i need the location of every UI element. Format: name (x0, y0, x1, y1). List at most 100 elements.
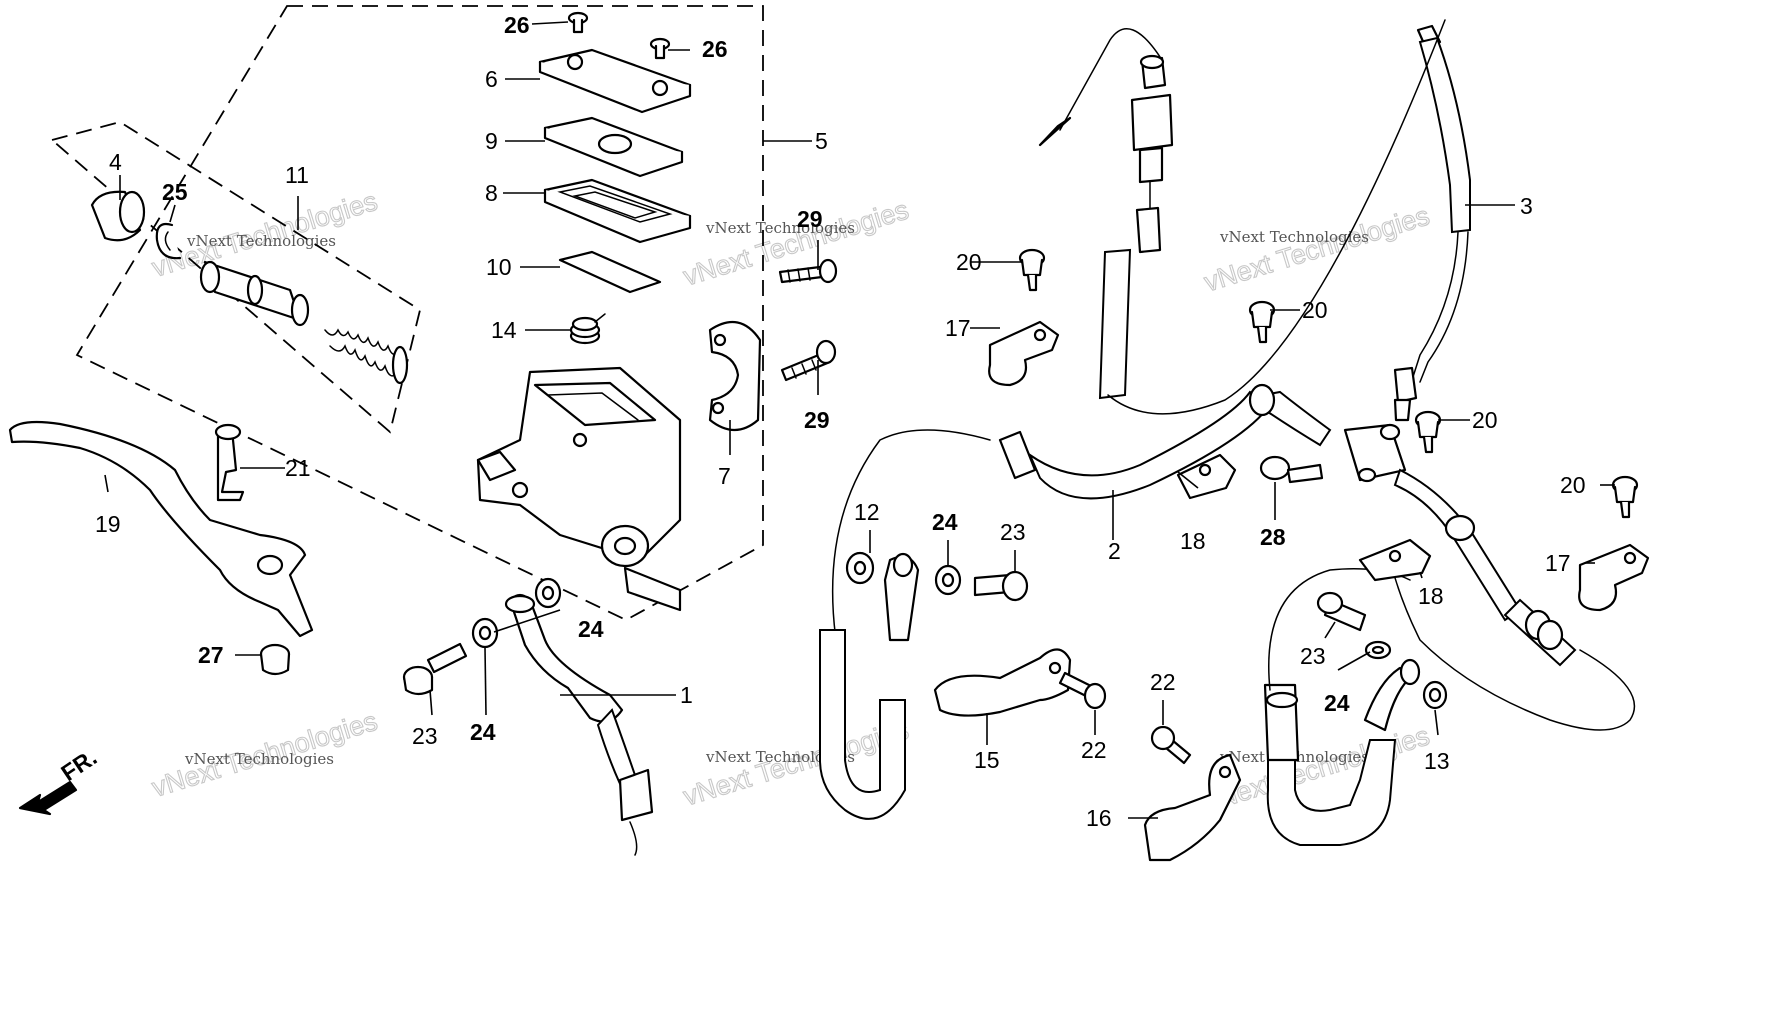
callout-1: 1 (680, 682, 693, 708)
bracket-17-a (988, 320, 1060, 387)
callout-17-b: 17 (1545, 550, 1571, 576)
callout-16: 16 (1086, 805, 1112, 831)
washer-24-d (1364, 640, 1392, 660)
callout-24-c: 24 (932, 509, 958, 535)
brake-hose-3 (1393, 24, 1471, 422)
front-direction-label: FR. (56, 744, 101, 786)
callout-15: 15 (974, 747, 1000, 773)
callout-23-a: 23 (412, 723, 438, 749)
watermark: vNext Technologies (1219, 228, 1369, 246)
brake-hose-1 (504, 593, 654, 856)
watermark: vNext Technologies (705, 219, 855, 237)
brake-hose-right (1389, 468, 1636, 731)
callout-4: 4 (109, 149, 122, 175)
callout-7: 7 (718, 463, 731, 489)
watermark: vNext Technologies (705, 748, 855, 766)
callout-26-a: 26 (504, 12, 530, 38)
callout-6: 6 (485, 66, 498, 92)
callout-25: 25 (162, 179, 188, 205)
circlip-25 (155, 222, 182, 260)
callout-9: 9 (485, 128, 498, 154)
callout-29-a: 29 (797, 206, 823, 232)
screw-26-a (567, 11, 589, 34)
callout-10: 10 (486, 254, 512, 280)
bolt-20-c (1414, 410, 1442, 454)
callout-2: 2 (1108, 538, 1121, 564)
brake-hose-center (819, 429, 991, 820)
master-cylinder-body (476, 366, 682, 612)
boot-4 (90, 190, 146, 242)
front-direction-arrow: FR. (18, 744, 102, 816)
callout-29-b: 29 (804, 407, 830, 433)
callout-20-c: 20 (1472, 407, 1498, 433)
callout-20-a: 20 (956, 249, 982, 275)
washer-24-c (934, 564, 962, 596)
leader-lines (104, 21, 1615, 819)
washer-24-a (471, 617, 499, 649)
callout-24-d: 24 (1324, 690, 1350, 716)
banjo-bolt-23-left (402, 642, 468, 696)
callout-17-a: 17 (945, 315, 971, 341)
callout-3: 3 (1520, 193, 1533, 219)
callout-22-b: 22 (1081, 737, 1107, 763)
callout-13: 13 (1424, 748, 1450, 774)
bracket-18-a (1176, 453, 1237, 500)
callout-27: 27 (198, 642, 224, 668)
callout-20-b: 20 (1302, 297, 1328, 323)
reservoir-cap-6 (538, 48, 692, 114)
callout-24-b: 24 (578, 616, 604, 642)
bracket-16 (1143, 753, 1242, 862)
screw-26-b (649, 37, 671, 60)
callout-18-a: 18 (1180, 528, 1206, 554)
bolt-29-b (780, 339, 837, 382)
bolt-22-a (1058, 671, 1107, 710)
spring-14 (569, 313, 606, 345)
piston-assembly (199, 260, 310, 327)
bolt-28 (1259, 455, 1324, 484)
bracket-15 (933, 648, 1072, 717)
callout-20-d: 20 (1560, 472, 1586, 498)
bolt-29-a (778, 258, 838, 284)
banjo-bolt-23-center (973, 570, 1029, 602)
callout-19: 19 (95, 511, 121, 537)
brake-hose-2 (998, 383, 1332, 500)
callout-18-b: 18 (1418, 583, 1444, 609)
callout-26-b: 26 (702, 36, 728, 62)
float-plate-10 (558, 250, 662, 294)
watermark: vNext Technologies (184, 750, 334, 768)
callout-14: 14 (491, 317, 517, 343)
bolt-22-b (1150, 725, 1192, 765)
callout-5: 5 (815, 128, 828, 154)
callout-11: 11 (285, 162, 309, 188)
holder-7 (708, 320, 762, 432)
callout-24-a: 24 (470, 719, 496, 745)
callout-22-a: 22 (1150, 669, 1176, 695)
bracket-17-b (1578, 543, 1650, 612)
callout-28: 28 (1260, 524, 1286, 550)
pivot-bolt-21 (214, 423, 245, 502)
callout-labels: 26 26 6 9 8 10 14 5 7 29 29 4 25 11 19 2… (95, 12, 1586, 831)
callout-21: 21 (285, 455, 311, 481)
callout-23-c: 23 (1300, 643, 1326, 669)
bolt-20-b (1248, 300, 1276, 344)
bracket-18-b (1358, 538, 1432, 582)
brake-hose-13 (1263, 658, 1421, 846)
watermark: vNext Technologies (1201, 200, 1433, 297)
callout-8: 8 (485, 180, 498, 206)
watermark: vNext Technologies (186, 232, 336, 250)
callout-23-b: 23 (1000, 519, 1026, 545)
spring-piston (324, 328, 409, 385)
hose-route-line (1268, 568, 1411, 691)
bolt-20-d (1611, 475, 1639, 519)
cap-plate-9 (543, 116, 684, 178)
diaphragm-8 (543, 178, 692, 244)
brake-lever-19 (8, 420, 314, 638)
three-way-joint (1343, 423, 1407, 483)
nut-27 (259, 643, 291, 676)
washer-24-b (534, 577, 562, 609)
cable-upper (1038, 19, 1446, 415)
callout-12: 12 (854, 499, 880, 525)
washer-13 (1422, 680, 1448, 710)
